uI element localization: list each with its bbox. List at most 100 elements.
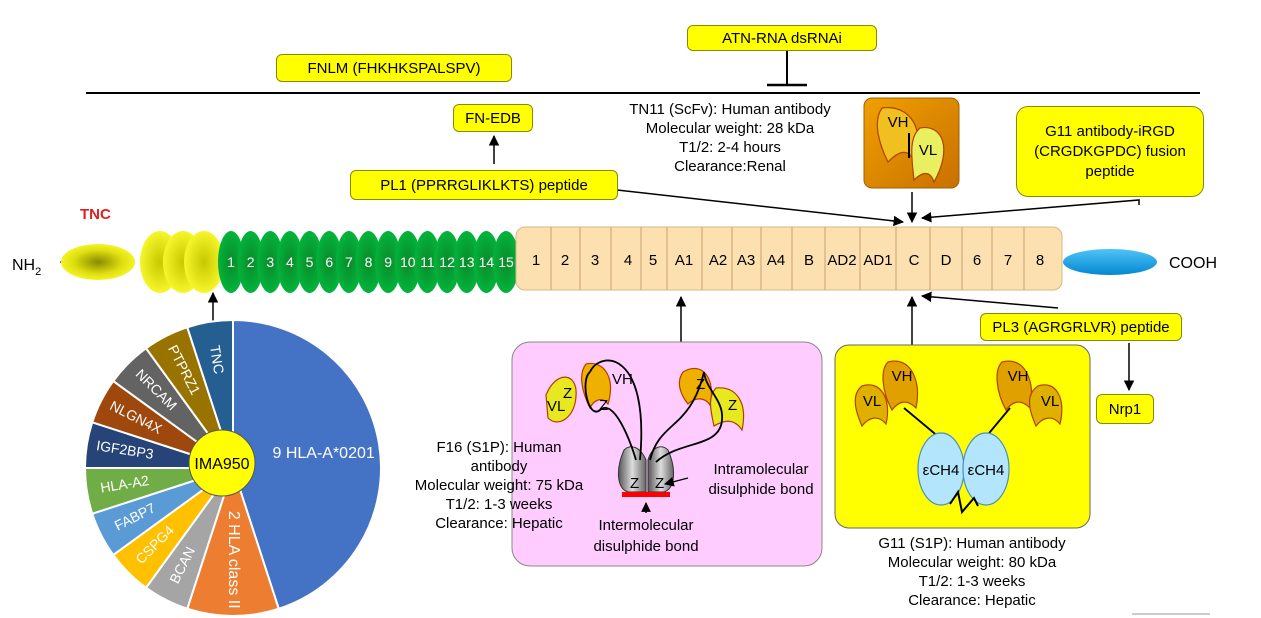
g11-vh-left-shape (882, 360, 919, 412)
egf-repeat-label: 15 (498, 254, 514, 270)
egf-repeat-label: 5 (306, 254, 314, 270)
pie-slice-label: 2 HLA class II (225, 511, 242, 609)
egf-repeat-10 (394, 231, 421, 293)
egf-repeat-label: 12 (439, 254, 455, 270)
egf-repeat-label: 14 (479, 254, 495, 270)
tn11-line-3: T1/2: 2-4 hours (679, 139, 781, 156)
fn-domain-1: 1 (532, 252, 540, 269)
egf-repeat-5 (296, 231, 323, 293)
f16-line-5: Clearance: Hepatic (435, 515, 563, 532)
egf-repeat-label: 9 (384, 254, 392, 270)
intermolecular-label-1: Intermolecular (598, 517, 693, 534)
egf-repeat-9 (375, 231, 402, 293)
fn3-domain-bar (515, 226, 1063, 291)
vl-domain-shape (911, 127, 945, 184)
tn11-line-1: TN11 (ScFv): Human antibody (629, 101, 831, 118)
fn-domain-D: D (941, 252, 952, 269)
g11-vl-left-shape (854, 384, 889, 428)
fn-domain-A3: A3 (737, 252, 755, 269)
f16-z-label: Z (655, 475, 664, 492)
pie-center-disc (188, 429, 256, 497)
g11-line-1: G11 (S1P): Human antibody (878, 535, 1066, 552)
pl1-box: PL1 (PPRRGLIKLKTS) peptide (350, 170, 618, 200)
ch4-right-shape (962, 432, 1010, 506)
g11-line-2: Molecular weight: 80 kDa (887, 554, 1057, 571)
fn-domain-5: 5 (649, 252, 657, 269)
intermolecular-bond-bar (622, 492, 670, 497)
egf-repeat-11 (414, 231, 441, 293)
pl3-box: PL3 (AGRGRLVR) peptide (980, 313, 1182, 341)
fn-domain-AD1: AD1 (863, 252, 892, 269)
g11-vl-left-label: VL (863, 393, 881, 410)
f16-vl-left-label: VL (547, 398, 565, 415)
f16-vh-left-label: VH (612, 371, 633, 388)
f16-z-label: Z (630, 475, 639, 492)
egf-repeat-label: 4 (286, 254, 294, 270)
pie-slice-9-hla-a-0201 (232, 318, 382, 611)
fn-domain-6: 6 (973, 252, 981, 269)
fn-domain-A1: A1 (675, 252, 693, 269)
f16-line-3: Molecular weight: 75 kDa (414, 477, 584, 494)
arrow-g11irgd-to-c (920, 199, 1140, 223)
f16-line-1: F16 (S1P): Human (436, 439, 562, 456)
fibrinogen-knob (1063, 249, 1157, 275)
egf-repeat-label: 3 (266, 254, 274, 270)
tn11-info: TN11 (ScFv): Human antibody Molecular we… (610, 100, 850, 176)
ch4-left-label: εCH4 (923, 462, 960, 479)
tn11-vl-label: VL (919, 142, 937, 159)
egf-repeat-label: 11 (420, 254, 435, 270)
pie-slice-label: HLA-A2 (99, 472, 150, 496)
fn-domain-7: 7 (1004, 252, 1012, 269)
heptad-ellipse (184, 231, 224, 293)
ch4-right-label: εCH4 (968, 462, 1005, 479)
tn11-line-2: Molecular weight: 28 kDa (645, 120, 815, 137)
g11-vh-right-shape (996, 360, 1033, 412)
nh2-label: NH2 (12, 257, 41, 278)
egf-repeat-label: 7 (345, 254, 353, 270)
egf-repeat-2 (237, 231, 264, 293)
g11-irgd-line-2: (CRGDKGPDC) fusion (1034, 142, 1186, 160)
f16-info: F16 (S1P): Human antibody Molecular weig… (393, 438, 605, 533)
arrow-pl1-to-c (616, 189, 905, 227)
egf-repeat-label: 1 (227, 254, 235, 270)
vh-domain-shape (876, 107, 919, 164)
fn-domain-2: 2 (561, 252, 569, 269)
f16-z-label: Z (728, 397, 737, 414)
intramolecular-label-1: Intramolecular (713, 461, 808, 478)
g11-line-3: T1/2: 1-3 weeks (918, 573, 1026, 590)
egf-repeat-1 (218, 231, 244, 293)
egf-repeat-13 (453, 231, 480, 293)
g11-vl-right-shape (1028, 384, 1063, 428)
egf-repeat-4 (276, 231, 303, 293)
g11-vl-right-label: VL (1041, 393, 1059, 410)
egf-repeat-label: 2 (247, 254, 255, 270)
fn-domain-4: 4 (624, 252, 632, 269)
g11-vh-left-label: VH (892, 368, 913, 385)
f16-vl-right-shape (709, 387, 745, 432)
f16-line-4: T1/2: 1-3 weeks (445, 496, 553, 513)
g11-line-4: Clearance: Hepatic (908, 592, 1036, 609)
cooh-label: COOH (1169, 255, 1217, 272)
terminal-knob (61, 244, 135, 280)
egf-repeat-3 (257, 231, 284, 293)
fn-domain-AD2: AD2 (827, 252, 856, 269)
egf-repeat-7 (335, 231, 362, 293)
egf-repeat-6 (316, 231, 343, 293)
fn-domain-A4: A4 (767, 252, 785, 269)
egf-repeat-label: 10 (400, 254, 416, 270)
intermolecular-label-2: disulphide bond (593, 538, 698, 555)
f16-z-label: Z (563, 385, 572, 402)
egf-repeat-label: 13 (459, 254, 475, 270)
g11-vh-right-label: VH (1008, 368, 1029, 385)
nrp1-box: Nrp1 (1096, 394, 1154, 424)
tn11-scfv-icon: VH VL (863, 97, 960, 189)
tn11-vh-label: VH (888, 114, 909, 131)
intramolecular-label-2: disulphide bond (708, 481, 813, 498)
pie-slice-2-hla-class-ii (186, 464, 280, 617)
g11-irgd-line-1: G11 antibody-iRGD (1045, 122, 1175, 140)
pie-slice-label: 9 HLA-A*0201 (272, 445, 374, 462)
egf-repeat-12 (434, 231, 461, 293)
